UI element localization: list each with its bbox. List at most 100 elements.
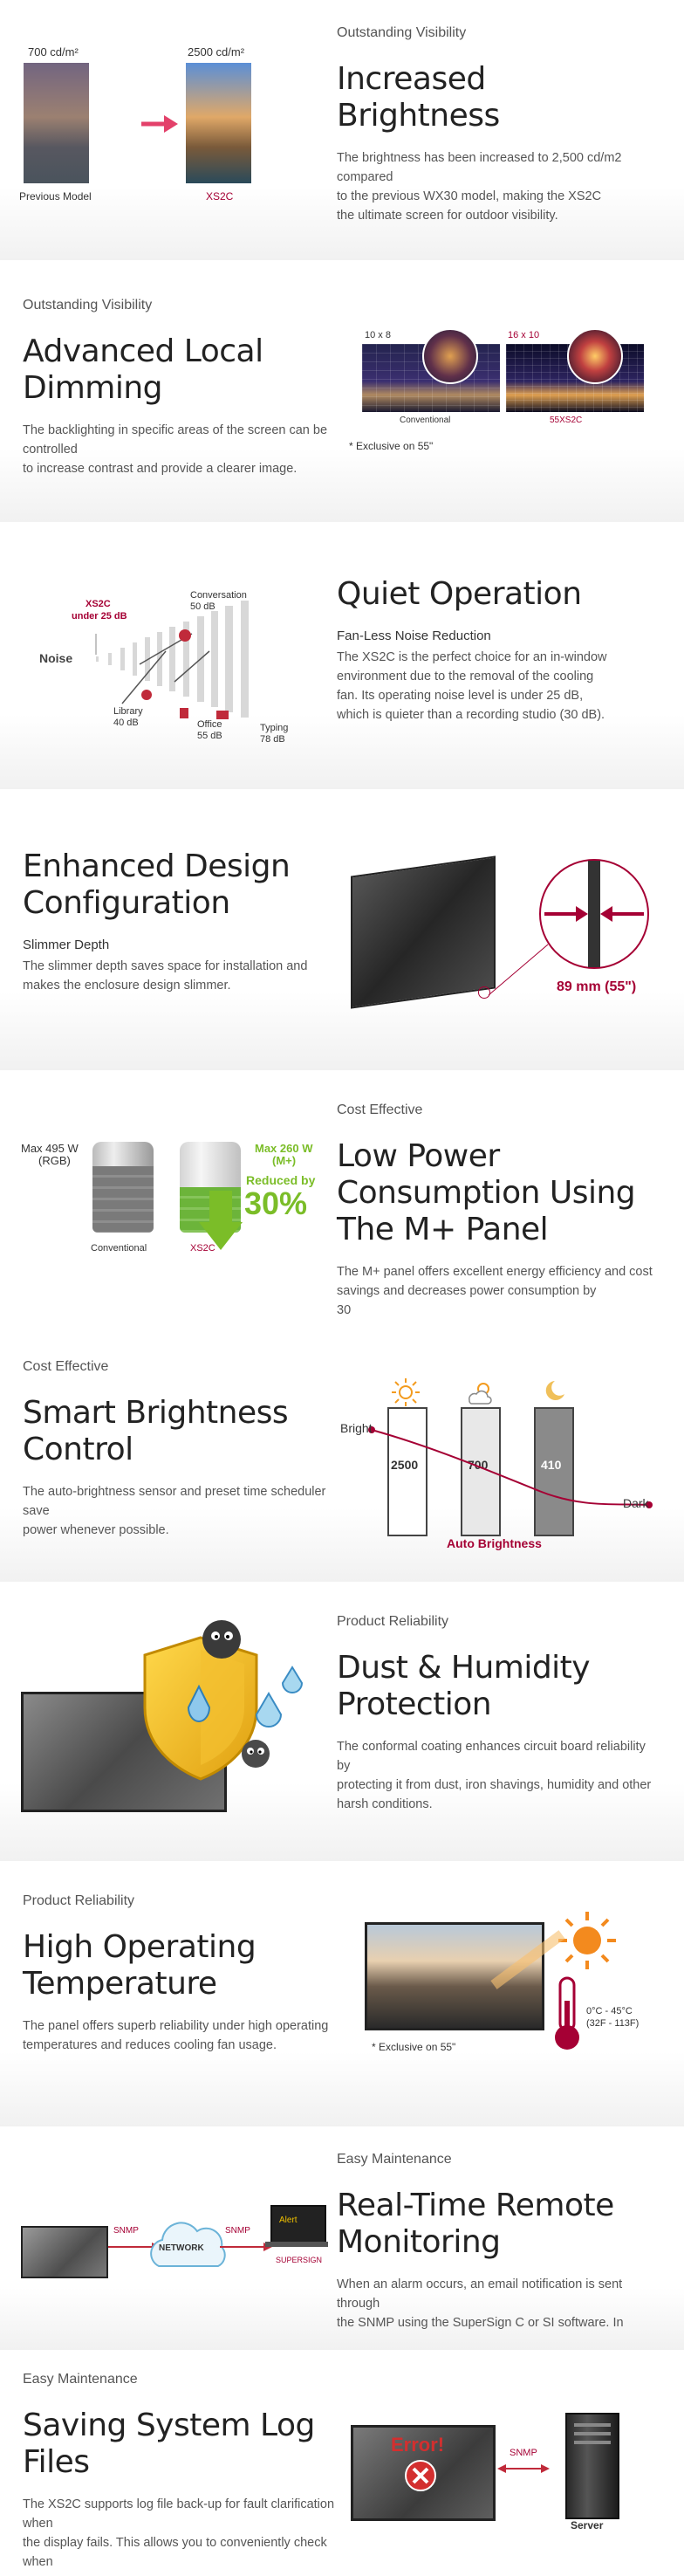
section-eyebrow: Product Reliability	[23, 1893, 135, 1908]
syslog-text: Easy Maintenance Saving System Log Files…	[23, 2371, 345, 2572]
previous-model-caption: Previous Model	[19, 190, 92, 203]
left-grid-caption: Conventional	[400, 416, 451, 425]
alert-label: Alert	[279, 2215, 298, 2225]
section-eyebrow: Outstanding Visibility	[23, 298, 153, 313]
section-power: Max 495 W (RGB) Conventional Max 260 W (…	[0, 1070, 684, 1320]
conventional-battery-icon	[92, 1142, 154, 1233]
reduced-label: Reduced by	[246, 1173, 316, 1187]
left-brightness-value: 700 cd/m²	[28, 45, 79, 58]
section-eyebrow: Cost Effective	[337, 1103, 423, 1117]
bright-panel	[387, 1407, 428, 1536]
previous-model-image	[24, 63, 89, 183]
section-body: The backlighting in specific areas of th…	[23, 423, 328, 476]
snmp-right-label: SNMP	[225, 2226, 250, 2236]
section-title: Increased Brightness	[337, 61, 500, 134]
laptop-base	[265, 2242, 328, 2247]
section-body: When an alarm occurs, an email notificat…	[337, 2277, 624, 2330]
arrow-right-icon	[141, 115, 178, 133]
brightness-figure: 700 cd/m² Previous Model 2500 cd/m² XS2C	[17, 42, 297, 216]
dust-particle-icon	[202, 1620, 241, 1659]
brightness-curve	[368, 1426, 653, 1508]
shield-icon	[143, 1636, 258, 1781]
sun-icon	[558, 1912, 616, 1969]
section-smart: Cost Effective Smart Brightness Control …	[0, 1320, 684, 1582]
typing-value: 78 dB	[260, 734, 285, 745]
section-body: The auto-brightness sensor and preset ti…	[23, 1485, 326, 1537]
section-body: The XS2C supports log file back-up for f…	[23, 2497, 335, 2569]
right-power-sub: (M+)	[272, 1154, 297, 1167]
xs2c-image	[186, 63, 251, 183]
dust-figure	[17, 1613, 332, 1831]
section-title: Dust & Humidity Protection	[337, 1650, 591, 1722]
section-body: The M+ panel offers excellent energy eff…	[337, 1265, 653, 1317]
section-title: Advanced Local Dimming	[23, 333, 263, 406]
zoom-marker	[478, 986, 490, 999]
snmp-left-label: SNMP	[113, 2226, 139, 2236]
right-brightness-value: 2500 cd/m²	[188, 45, 245, 58]
moon-icon	[545, 1381, 564, 1400]
section-eyebrow: Outstanding Visibility	[337, 25, 467, 40]
power-text: Cost Effective Low Power Consumption Usi…	[337, 1102, 653, 1320]
section-dust: Product Reliability Dust & Humidity Prot…	[0, 1582, 684, 1861]
xs2c-caption: XS2C	[190, 1243, 215, 1254]
left-grid-label: 10 x 8	[365, 330, 391, 340]
typing-label: Typing	[260, 723, 289, 733]
section-eyebrow: Easy Maintenance	[337, 2152, 452, 2167]
laptop-icon	[270, 2205, 326, 2243]
depth-label: 89 mm (55")	[557, 979, 637, 994]
bright-label: Bright	[340, 1421, 373, 1435]
cloud-sun-icon	[469, 1383, 492, 1405]
remote-figure: SNMP NETWORK SNMP Alert SUPERSIGN	[19, 2195, 333, 2291]
water-drop-icon	[255, 1692, 283, 1728]
brightness-value-3: 410	[541, 1458, 562, 1472]
error-icon	[405, 2460, 436, 2491]
section-title: High Operating Temperature	[23, 1929, 256, 2002]
server-label: Server	[571, 2519, 604, 2531]
quiet-text: Quiet Operation Fan-Less Noise Reduction…	[337, 576, 653, 725]
depth-zoom-circle	[539, 859, 649, 969]
medium-panel	[461, 1407, 501, 1536]
section-eyebrow: Cost Effective	[23, 1359, 109, 1374]
section-body: The brightness has been increased to 2,5…	[337, 151, 622, 223]
section-subtitle: Fan-Less Noise Reduction	[337, 629, 491, 643]
section-syslog: Easy Maintenance Saving System Log Files…	[0, 2350, 684, 2576]
smart-text: Cost Effective Smart Brightness Control …	[23, 1358, 339, 1540]
section-remote: SNMP NETWORK SNMP Alert SUPERSIGN Easy M…	[0, 2126, 684, 2350]
temp-range-c: 0°C - 45°C	[586, 2006, 633, 2016]
supersign-brand-label: SUPERSIGN	[276, 2256, 323, 2264]
section-eyebrow: Easy Maintenance	[23, 2372, 138, 2387]
noise-bars-chart	[95, 601, 249, 719]
conventional-caption: Conventional	[91, 1243, 147, 1254]
power-figure: Max 495 W (RGB) Conventional Max 260 W (…	[17, 1137, 332, 1294]
server-icon	[565, 2413, 619, 2519]
temp-range-f: (32F - 113F)	[586, 2018, 640, 2029]
remote-text: Easy Maintenance Real-Time Remote Monito…	[337, 2151, 653, 2332]
temp-text: Product Reliability High Operating Tempe…	[23, 1893, 339, 2055]
library-value: 40 dB	[113, 718, 139, 728]
dark-panel	[534, 1407, 574, 1536]
display-panel	[21, 2226, 108, 2278]
section-body: The XS2C is the perfect choice for an in…	[337, 650, 607, 722]
brightness-text: Outstanding Visibility Increased Brightn…	[337, 24, 653, 225]
city-display-image	[365, 1922, 544, 2030]
section-temp: Product Reliability High Operating Tempe…	[0, 1861, 684, 2126]
section-title: Enhanced Design Configuration	[23, 848, 291, 921]
xs2c-noise-value: under 25 dB	[72, 611, 127, 622]
section-title: Low Power Consumption Using The M+ Panel	[337, 1138, 636, 1247]
error-label: Error!	[391, 2434, 445, 2456]
arrow-down-icon	[199, 1191, 243, 1250]
noise-figure: Noise XS2C under 25 dB	[35, 590, 323, 747]
section-title: Quiet Operation	[337, 576, 582, 612]
thermometer-icon	[555, 1976, 579, 2050]
section-subtitle: Slimmer Depth	[23, 938, 110, 952]
conversation-label: Conversation	[190, 590, 247, 601]
temp-figure: 0°C - 45°C (32F - 113F) * Exclusive on 5…	[358, 1910, 681, 2085]
dark-label: Dark	[623, 1496, 649, 1510]
dimming-figure: 10 x 8 Conventional 16 x 10 55XS2C * Exc…	[349, 328, 681, 485]
auto-brightness-caption: Auto Brightness	[447, 1536, 542, 1550]
dust-particle-icon-2	[242, 1740, 270, 1768]
office-label: Office	[197, 719, 222, 730]
zoom-connector-line	[488, 944, 549, 996]
temp-note: * Exclusive on 55"	[372, 2041, 456, 2053]
section-title: Real-Time Remote Monitoring	[337, 2188, 614, 2260]
